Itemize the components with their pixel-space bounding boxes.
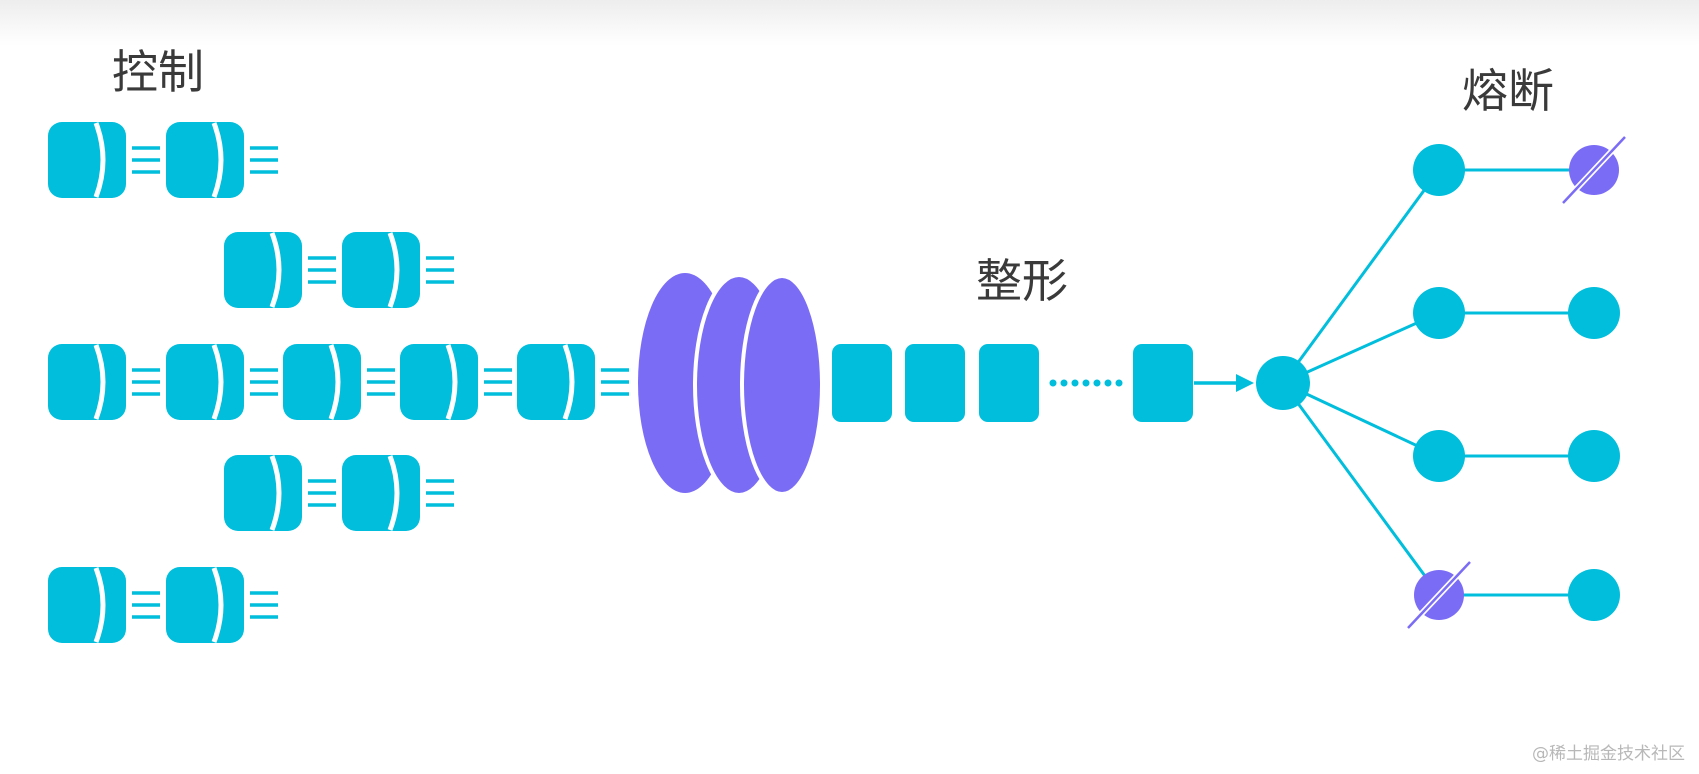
cylinder-message-icon xyxy=(224,232,336,308)
circle-node-icon xyxy=(1568,430,1620,482)
label-circuit-break: 熔断 xyxy=(1462,64,1554,118)
cylinder-message-icon xyxy=(517,344,629,420)
disc-stack-icon xyxy=(740,274,824,496)
cylinder-message-icon xyxy=(342,455,454,531)
fanout-edge xyxy=(1281,382,1441,596)
circle-node-icon xyxy=(1568,569,1620,621)
queue-layer xyxy=(832,344,1254,422)
queue-dot xyxy=(1093,379,1101,387)
circle-node-icon xyxy=(1568,287,1620,339)
fanout-edge xyxy=(1282,381,1440,458)
label-shaping: 整形 xyxy=(976,254,1068,308)
queue-dot xyxy=(1049,379,1057,387)
cylinder-message-icon xyxy=(166,122,278,198)
cylinder-message-icon xyxy=(283,344,395,420)
queue-dot xyxy=(1104,379,1112,387)
circle-node-icon xyxy=(1413,287,1465,339)
rate-limiter-layer xyxy=(638,273,824,497)
rounded-square-icon xyxy=(832,344,892,422)
message-layer xyxy=(48,122,629,643)
node-layer xyxy=(1256,134,1628,631)
rounded-square-icon xyxy=(979,344,1039,422)
hub-node xyxy=(1256,356,1310,410)
cylinder-message-icon xyxy=(48,122,160,198)
crossed-circle-icon xyxy=(1560,134,1628,206)
cylinder-message-icon xyxy=(48,344,160,420)
fanout-edge xyxy=(1281,169,1441,384)
edge-layer xyxy=(1281,168,1594,597)
arrow-head xyxy=(1236,374,1254,392)
circle-node-icon xyxy=(1413,144,1465,196)
queue-dot xyxy=(1082,379,1090,387)
top-band xyxy=(0,0,1699,46)
cylinder-message-icon xyxy=(166,344,278,420)
rounded-square-icon xyxy=(1133,344,1193,422)
queue-dot xyxy=(1060,379,1068,387)
label-control: 控制 xyxy=(112,45,204,99)
crossed-circle-icon xyxy=(1405,559,1473,631)
cylinder-message-icon xyxy=(48,567,160,643)
rounded-square-icon xyxy=(905,344,965,422)
fanout-edge xyxy=(1282,311,1440,385)
cylinder-message-icon xyxy=(166,567,278,643)
cylinder-message-icon xyxy=(400,344,512,420)
queue-dot xyxy=(1115,379,1123,387)
cylinder-message-icon xyxy=(342,232,454,308)
circle-node-icon xyxy=(1413,430,1465,482)
cylinder-message-icon xyxy=(224,455,336,531)
watermark: @稀土掘金技术社区 xyxy=(1532,744,1685,764)
queue-dot xyxy=(1071,379,1079,387)
